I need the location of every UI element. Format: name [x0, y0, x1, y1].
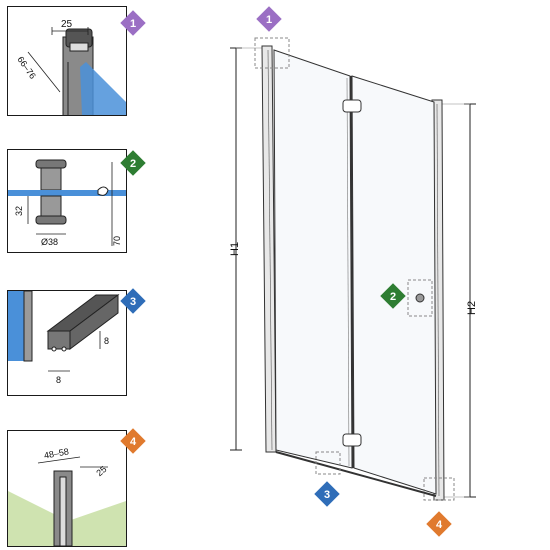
key-icon: [97, 186, 109, 196]
dim-height-text: 32: [14, 206, 24, 216]
badge-2: 2: [120, 150, 146, 176]
detail-2-drawing: 32 Ø38 70: [8, 159, 126, 247]
door-knob: [415, 293, 425, 303]
svg-text:3: 3: [130, 296, 136, 308]
dim-diameter-text: Ø38: [41, 237, 58, 247]
bottom-seal-side: [69, 294, 119, 350]
dim-side-text: 25: [94, 464, 108, 478]
main-badge-4: 4: [426, 511, 452, 537]
main-badge-3: 3: [314, 481, 340, 507]
fold-seam: [350, 75, 354, 469]
hinge-bottom: [342, 433, 362, 447]
svg-text:1: 1: [266, 14, 272, 26]
detail-1-drawing: 25 66–76: [15, 19, 126, 115]
glass-pane: [8, 190, 126, 196]
detail-4-drawing: 48–58 25: [8, 446, 126, 546]
svg-text:3: 3: [324, 489, 330, 501]
callout-box-2: [407, 279, 433, 317]
callout-box-4: [423, 477, 455, 501]
dim-range-text: 48–58: [43, 446, 69, 460]
detail-panel-1: 25 66–76: [7, 6, 127, 116]
detail-panel-3: 8 8: [7, 290, 127, 396]
badge-1: 1: [120, 10, 146, 36]
svg-text:2: 2: [390, 291, 396, 303]
label-h1: H1: [229, 242, 241, 256]
glass-pane: [80, 62, 126, 115]
main-badge-1: 1: [256, 6, 282, 32]
dim-top-text: 25: [61, 19, 73, 30]
svg-text:4: 4: [130, 436, 137, 448]
profile-slot: [69, 42, 89, 52]
dim-height-text: 8: [104, 336, 109, 346]
detail-3-drawing: 8 8: [8, 291, 120, 385]
dim-width-text: 8: [56, 375, 61, 385]
hinge-top: [342, 99, 362, 113]
svg-text:2: 2: [130, 158, 136, 170]
badge-3: 3: [120, 288, 146, 314]
left-glass-panel: [273, 49, 353, 469]
svg-text:1: 1: [130, 18, 136, 30]
dim-total-text: 70: [112, 236, 122, 246]
callout-box-1: [254, 37, 290, 69]
main-badge-2: 2: [380, 283, 406, 309]
label-h2: H2: [466, 301, 478, 315]
svg-text:4: 4: [436, 519, 443, 531]
glass-pane: [8, 291, 24, 361]
badge-4: 4: [120, 428, 146, 454]
dim-line-diag: [27, 51, 61, 93]
detail-panel-4: 48–58 25: [7, 430, 127, 547]
callout-box-3: [315, 451, 341, 475]
floor: [8, 491, 126, 546]
knob-bottom: [35, 215, 67, 225]
wall-profile: [23, 291, 33, 362]
detail-panel-2: 32 Ø38 70: [7, 149, 127, 253]
bottom-seal: [275, 451, 437, 497]
